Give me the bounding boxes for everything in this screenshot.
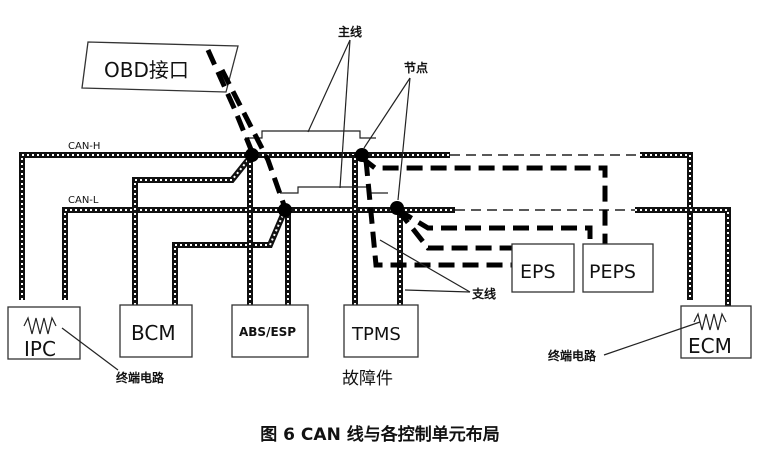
term-left-label: 终端电路	[116, 370, 165, 385]
node-leader-2	[397, 77, 411, 201]
node-can-h-1	[245, 148, 259, 162]
module-abs-label: ABS/ESP	[239, 325, 296, 339]
can-h-bus	[19, 152, 693, 300]
module-ecm-label: ECM	[688, 334, 732, 358]
main-line-bracket-low	[280, 186, 388, 194]
fault-label: 故障件	[342, 369, 393, 389]
node-can-l-1	[278, 203, 292, 217]
branch-wires	[132, 153, 403, 305]
figure-caption: 图 6 CAN 线与各控制单元布局	[260, 424, 499, 445]
main-line-bracket	[245, 130, 376, 139]
module-ipc-label: IPC	[24, 337, 56, 361]
can-h-label: CAN-H	[68, 141, 100, 152]
term-right-leader	[603, 321, 701, 356]
can-l-bus	[62, 207, 731, 310]
module-bcm: BCM	[119, 304, 193, 358]
node-label: 节点	[404, 60, 428, 75]
module-bcm-label: BCM	[131, 321, 176, 345]
module-ecm: ECM	[680, 305, 752, 359]
branch-label: 支线	[471, 286, 496, 301]
node-can-l-2	[390, 201, 404, 215]
module-abs: ABS/ESP	[231, 304, 309, 358]
module-eps-label: EPS	[520, 261, 556, 283]
module-eps: EPS	[511, 243, 575, 293]
node-can-h-2	[355, 148, 369, 162]
module-peps-label: PEPS	[589, 261, 636, 283]
main-line-leader	[307, 39, 351, 133]
module-peps: PEPS	[582, 243, 654, 293]
main-line-label: 主线	[338, 24, 362, 39]
term-right-label: 终端电路	[548, 348, 597, 363]
module-ipc: IPC	[7, 306, 81, 361]
node-leader-1	[363, 77, 411, 149]
branch-leader-1	[379, 239, 471, 293]
main-line-leader-2	[339, 39, 351, 189]
fault-wires	[205, 48, 608, 268]
can-l-label: CAN-L	[68, 195, 99, 206]
module-tpms: TPMS	[343, 304, 419, 358]
obd-label: OBD接口	[104, 58, 189, 82]
module-tpms-label: TPMS	[351, 324, 401, 345]
term-left-leader	[61, 327, 119, 371]
branch-leader-2	[404, 289, 471, 293]
obd-connector	[81, 41, 239, 93]
